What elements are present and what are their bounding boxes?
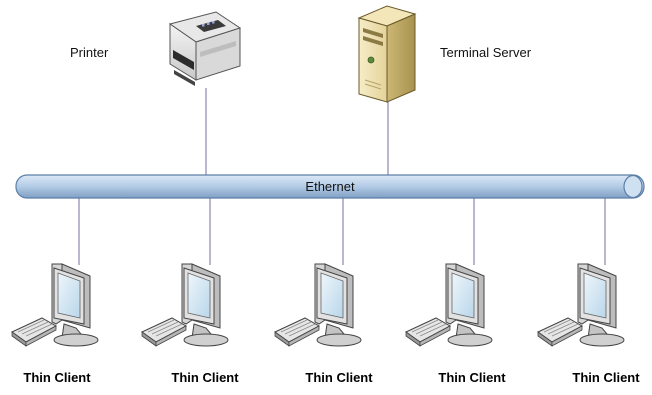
clients-layer <box>11 263 625 347</box>
printer-label: Printer <box>70 45 109 60</box>
ethernet-bus: Ethernet <box>15 174 645 199</box>
server-icon <box>357 5 417 103</box>
computer-icon <box>274 263 362 347</box>
computer-icon <box>11 263 99 347</box>
client-label-5: Thin Client <box>572 370 640 385</box>
client-label-1: Thin Client <box>23 370 91 385</box>
computer-icon <box>141 263 229 347</box>
computer-icon <box>405 263 493 347</box>
client-label-2: Thin Client <box>171 370 239 385</box>
computer-icon <box>537 263 625 347</box>
client-label-3: Thin Client <box>305 370 373 385</box>
printer-icon <box>168 11 242 86</box>
server-label: Terminal Server <box>440 45 532 60</box>
ethernet-label: Ethernet <box>305 179 355 194</box>
client-label-4: Thin Client <box>438 370 506 385</box>
